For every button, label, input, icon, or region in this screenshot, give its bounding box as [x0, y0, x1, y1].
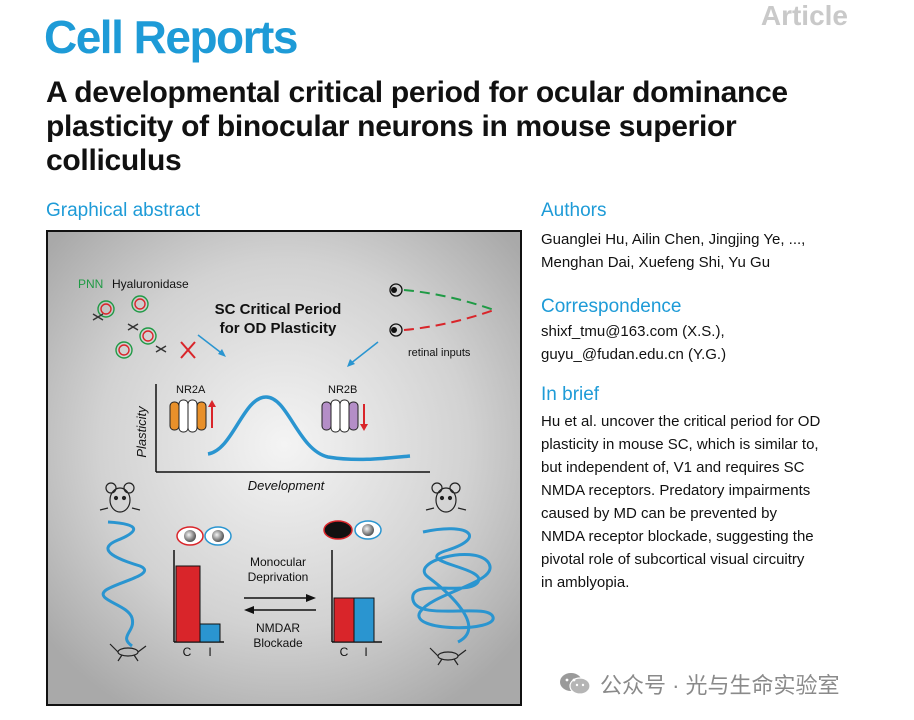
- critical-period-title-1: SC Critical Period: [215, 301, 342, 318]
- in-brief-line: NMDA receptors. Predatory impairments: [541, 482, 811, 499]
- nmdar-arrow-left: [244, 606, 316, 614]
- left-bar-i-label: I: [208, 645, 211, 659]
- nr2a-label: NR2A: [176, 384, 206, 396]
- article-title: A developmental critical period for ocul…: [46, 76, 788, 177]
- in-brief-line: NMDA receptor blockade, suggesting the: [541, 528, 814, 545]
- in-brief-heading: In brief: [541, 384, 600, 405]
- hyaluronidase-label: Hyaluronidase: [112, 277, 189, 291]
- left-bar-c-label: C: [183, 645, 192, 659]
- correspondence-email-1[interactable]: shixf_tmu@163.com (X.S.),: [541, 323, 725, 340]
- right-bar-i: [353, 597, 375, 643]
- mouse-right-icon: [425, 482, 467, 513]
- in-brief-line: Hu et al. uncover the critical period fo…: [541, 413, 821, 430]
- article-type-label: Article: [760, 0, 848, 31]
- authors-heading: Authors: [541, 200, 607, 221]
- watermark-text: 公众号 · 光与生命实验室: [600, 673, 840, 698]
- pnn-cells-icon: [92, 295, 167, 359]
- left-trajectory-line: [101, 520, 146, 648]
- nmdar-label-1: NMDAR: [256, 621, 300, 635]
- right-trajectory-line: [411, 527, 495, 644]
- correspondence-heading: Correspondence: [541, 296, 682, 317]
- left-eyes-icon: [176, 526, 232, 546]
- nr2b-label: NR2B: [328, 384, 357, 396]
- correspondence-block: shixf_tmu@163.com (X.S.), guyu_@fudan.ed…: [541, 320, 871, 366]
- in-brief-line: pivotal role of subcortical visual circu…: [541, 551, 805, 568]
- graphical-abstract-heading: Graphical abstract: [46, 200, 201, 221]
- nmdar-label-2: Blockade: [253, 636, 303, 650]
- wechat-icon: [560, 673, 591, 695]
- retinal-inputs-label: retinal inputs: [408, 347, 471, 359]
- pnn-arrow: [197, 334, 225, 356]
- right-bar-i-label: I: [364, 645, 367, 659]
- left-bar-chart: [173, 550, 224, 643]
- plasticity-axis-label: Plasticity: [134, 405, 149, 458]
- mouse-left-icon: [99, 482, 141, 513]
- retinal-inputs-icon: [389, 283, 495, 337]
- right-bar-chart: [331, 550, 382, 643]
- journal-name: Cell Reports: [44, 11, 298, 63]
- graphical-abstract-figure: PNN Hyaluronidase SC Critical Period for…: [46, 230, 522, 706]
- pnn-label: PNN: [78, 277, 103, 291]
- left-bar-i: [199, 623, 221, 643]
- right-eyes-icon: [323, 520, 382, 540]
- blocked-x-icon: [180, 341, 196, 359]
- watermark: 公众号 · 光与生命实验室: [558, 668, 840, 700]
- in-brief-line: plasticity in mouse SC, which is similar…: [541, 436, 819, 453]
- md-arrow-right: [244, 594, 316, 602]
- cricket-left-icon: [109, 643, 147, 662]
- authors-line-2: Menghan Dai, Xuefeng Shi, Yu Gu: [541, 254, 771, 271]
- in-brief-line: caused by MD can be prevented by: [541, 505, 777, 522]
- retinal-arrow: [349, 341, 379, 365]
- right-bar-c-label: C: [340, 645, 349, 659]
- in-brief-line: in amblyopia.: [541, 574, 630, 591]
- plasticity-curve-plot: [155, 384, 430, 473]
- in-brief-line: but independent of, V1 and requires SC: [541, 459, 805, 476]
- monocular-label-2: Deprivation: [248, 570, 309, 584]
- correspondence-email-2[interactable]: guyu_@fudan.edu.cn (Y.G.): [541, 346, 727, 363]
- development-axis-label: Development: [248, 478, 326, 493]
- nr2b-receptor-icon: [321, 399, 368, 433]
- authors-list: Guanglei Hu, Ailin Chen, Jingjing Ye, ..…: [541, 228, 871, 274]
- left-bar-c: [175, 565, 201, 643]
- right-bar-c: [333, 597, 355, 643]
- nr2a-receptor-icon: [169, 399, 216, 433]
- critical-period-title-2: for OD Plasticity: [220, 320, 337, 337]
- cricket-right-icon: [429, 647, 467, 666]
- authors-line-1: Guanglei Hu, Ailin Chen, Jingjing Ye, ..…: [541, 231, 806, 248]
- in-brief-text: Hu et al. uncover the critical period fo…: [541, 410, 861, 594]
- monocular-label-1: Monocular: [250, 555, 306, 569]
